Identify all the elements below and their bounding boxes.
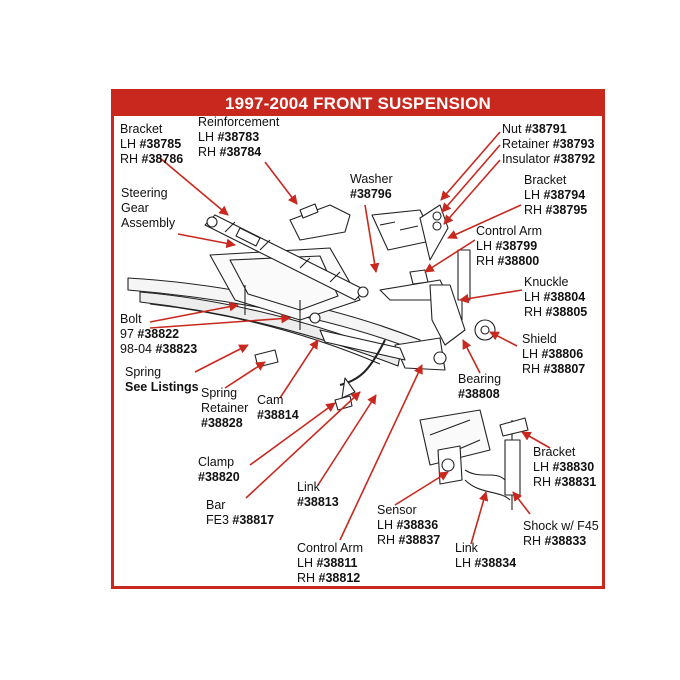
- callout-arrows: [149, 131, 551, 545]
- lower-control-arm-callout: Control Arm LH #38811 RH #38812: [297, 541, 363, 585]
- reinforcement-callout: Reinforcement LH #38783 RH #38784: [198, 115, 280, 159]
- bar-callout: Bar FE3 #38817: [206, 498, 275, 527]
- steering-gear-callout: Steering Gear Assembly: [121, 186, 176, 230]
- nut-retainer-insulator-callout: Nut #38791 Retainer #38793 Insulator #38…: [502, 122, 596, 166]
- upper-control-arm-callout: Control Arm LH #38799 RH #38800: [476, 224, 542, 268]
- clamp-callout: Clamp #38820: [198, 455, 240, 484]
- link-38813-callout: Link #38813: [297, 480, 339, 509]
- spring-retainer-callout: Spring Retainer #38828: [201, 386, 249, 430]
- shield-callout: Shield LH #38806 RH #38807: [522, 332, 586, 376]
- bracket-38830-callout: Bracket LH #38830 RH #38831: [533, 445, 597, 489]
- sensor-callout: Sensor LH #38836 RH #38837: [377, 503, 441, 547]
- bolt-callout: Bolt 97 #38822 98-04 #38823: [120, 312, 198, 356]
- bearing-callout: Bearing #38808: [458, 372, 502, 401]
- shock-f45-callout: Shock w/ F45 RH #38833: [523, 519, 599, 548]
- parts-drawing: [127, 203, 529, 510]
- washer-callout: Washer #38796: [350, 172, 393, 201]
- bracket-38785-callout: Bracket LH #38785 RH #38786: [120, 122, 184, 166]
- link-38834-callout: Link LH #38834: [455, 541, 517, 570]
- diagram-title: 1997-2004 FRONT SUSPENSION: [114, 92, 602, 116]
- knuckle-callout: Knuckle LH #38804 RH #38805: [524, 275, 588, 319]
- cam-callout: Cam #38814: [257, 393, 299, 422]
- spring-callout: Spring See Listings: [125, 365, 199, 394]
- bracket-38794-callout: Bracket LH #38794 RH #38795: [524, 173, 588, 217]
